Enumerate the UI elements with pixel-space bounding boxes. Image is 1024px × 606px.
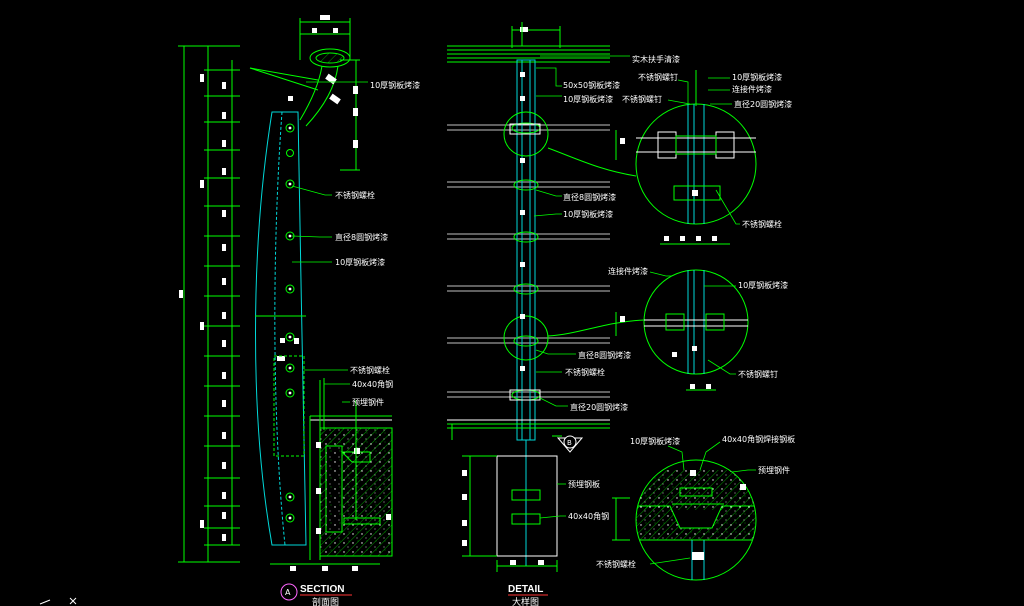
dimension-text-blocks — [179, 74, 226, 541]
callout-2: 连接件烤漆 10厚钢板烤漆 不锈钢螺钉 — [547, 266, 788, 391]
section-bolts — [285, 123, 295, 523]
callout2-label-plate: 10厚钢板烤漆 — [738, 280, 788, 290]
section-label-top-plate: 10厚钢板烤漆 — [370, 80, 420, 90]
detail-label-rod-2: 直径8圆钢烤漆 — [578, 350, 631, 360]
callout1-label-connector: 连接件烤漆 — [732, 84, 772, 94]
section-label-bolt-2: 不锈钢螺栓 — [350, 365, 390, 375]
callout1-label-bolt-nail: 不锈钢螺钉 — [638, 72, 678, 82]
callout1-label-screw: 不锈钢螺钉 — [622, 94, 662, 104]
section-subtitle: 剖面图 — [312, 596, 339, 606]
section-label-angle: 40x40角钢 — [352, 379, 393, 389]
ucs-icon — [39, 597, 77, 605]
detail-crossbars — [447, 124, 610, 398]
detail-label-handrail: 实木扶手清漆 — [632, 54, 680, 64]
callout3-label-plate: 10厚钢板烤漆 — [630, 436, 680, 446]
callout1-label-bolt: 不锈钢螺栓 — [742, 219, 782, 229]
callout1-label-rod-20: 直径20圆钢烤漆 — [734, 99, 792, 109]
callout3-label-angle-weld: 40x40角钢焊接钢板 — [722, 434, 795, 444]
callout-3: 10厚钢板烤漆 40x40角钢焊接钢板 预埋钢件 不锈钢螺栓 — [596, 434, 795, 581]
detail-label-plate: 10厚钢板烤漆 — [563, 94, 613, 104]
section-tag-circle — [280, 583, 298, 601]
detail-connectors — [503, 111, 549, 401]
callout3-label-bolt: 不锈钢螺栓 — [596, 559, 636, 569]
detail-label-plate-2: 10厚钢板烤漆 — [563, 209, 613, 219]
dimension-ticks-left — [178, 45, 240, 563]
detail-label-embed-plate: 预埋钢板 — [568, 479, 600, 489]
callout2-label-connector: 连接件烤漆 — [608, 266, 648, 276]
detail-label-rod-20: 直径20圆钢烤漆 — [570, 402, 628, 412]
detail-label-bolt: 不锈钢螺栓 — [565, 367, 605, 377]
detail-subtitle: 大样图 — [512, 596, 539, 606]
detail-label-angle: 40x40角钢 — [568, 511, 609, 521]
detail-b-tag-text: B — [567, 439, 572, 447]
handrail-lines — [447, 45, 610, 63]
detail-title: DETAIL — [508, 584, 543, 595]
section-label-plate-2: 10厚钢板烤漆 — [335, 257, 385, 267]
section-label-tube: 直径8圆钢烤漆 — [335, 232, 388, 242]
section-view: 10厚钢板烤漆 不锈钢螺栓 直径8圆钢烤漆 10厚钢板烤漆 不锈钢螺栓 40x4… — [178, 15, 420, 606]
section-label-bolt-1: 不锈钢螺栓 — [335, 190, 375, 200]
detail-view: B 实木扶手清漆 50x50钢板烤漆 10厚钢板烤漆 直径8圆钢烤漆 10厚钢板… — [447, 22, 680, 606]
callout3-label-embed: 预埋钢件 — [758, 465, 790, 475]
baluster-profile — [255, 111, 307, 546]
callout1-label-plate: 10厚钢板烤漆 — [732, 72, 782, 82]
section-label-embed: 预埋钢件 — [352, 397, 384, 407]
detail-label-square-tube: 50x50钢板烤漆 — [563, 80, 620, 90]
callout-1: 不锈钢螺钉 10厚钢板烤漆 连接件烤漆 不锈钢螺钉 直径20圆钢烤漆 不锈钢螺栓 — [547, 70, 792, 245]
callout2-label-screw: 不锈钢螺钉 — [738, 369, 778, 379]
detail-label-rod: 直径8圆钢烤漆 — [563, 192, 616, 202]
section-title: SECTION — [300, 584, 344, 595]
section-tag: A — [285, 588, 291, 597]
